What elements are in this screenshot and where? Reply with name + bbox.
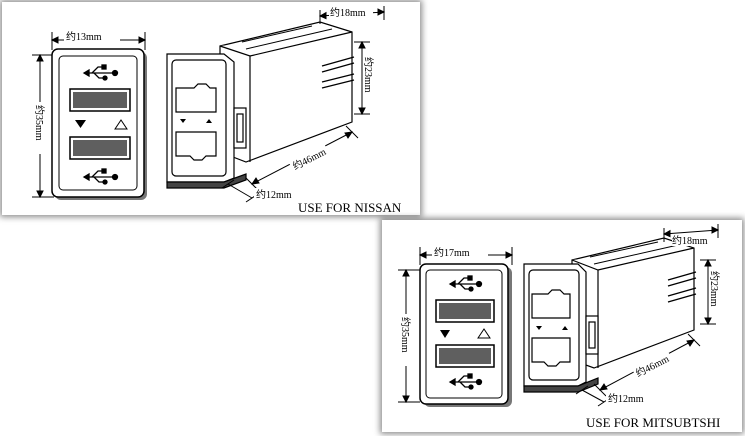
usb-icon <box>448 373 483 390</box>
module-3d-view <box>166 21 355 189</box>
module-3d-view <box>523 237 697 393</box>
front-face <box>51 48 147 200</box>
nissan-diagram: 约13mm 约35mm <box>32 6 386 203</box>
side-height-dimension <box>354 40 370 116</box>
front-face <box>419 263 512 407</box>
width-label: 约17mm <box>434 246 470 259</box>
down-triangle-icon <box>75 120 86 128</box>
height-label: 约35mm <box>399 317 412 353</box>
base-label: 约12mm <box>256 188 292 201</box>
panel-caption: USE FOR NISSAN <box>298 200 402 215</box>
usb-icon <box>82 64 119 81</box>
mitsubishi-diagram: 约17mm 约35mm <box>398 224 721 407</box>
side-height-dimension <box>700 258 716 326</box>
height-label: 约35mm <box>33 105 46 141</box>
panel-caption: USE FOR MITSUBTSHI <box>586 415 721 430</box>
side-depth-label: 约18mm <box>330 6 366 19</box>
usb-icon <box>448 275 483 292</box>
nissan-diagram-panel: 约13mm 约35mm <box>2 2 420 215</box>
side-height-label: 约23mm <box>362 57 375 93</box>
side-height-label: 约23mm <box>708 271 721 307</box>
base-label: 约12mm <box>608 392 644 405</box>
up-triangle-icon <box>477 328 491 339</box>
down-triangle-icon <box>440 330 450 338</box>
side-depth-label: 约18mm <box>672 234 708 247</box>
mitsubishi-diagram-panel: 约17mm 约35mm <box>382 220 742 432</box>
up-triangle-icon <box>114 119 128 130</box>
depth-dimension <box>662 224 720 242</box>
usb-icon <box>82 168 119 185</box>
width-label: 约13mm <box>66 30 102 43</box>
